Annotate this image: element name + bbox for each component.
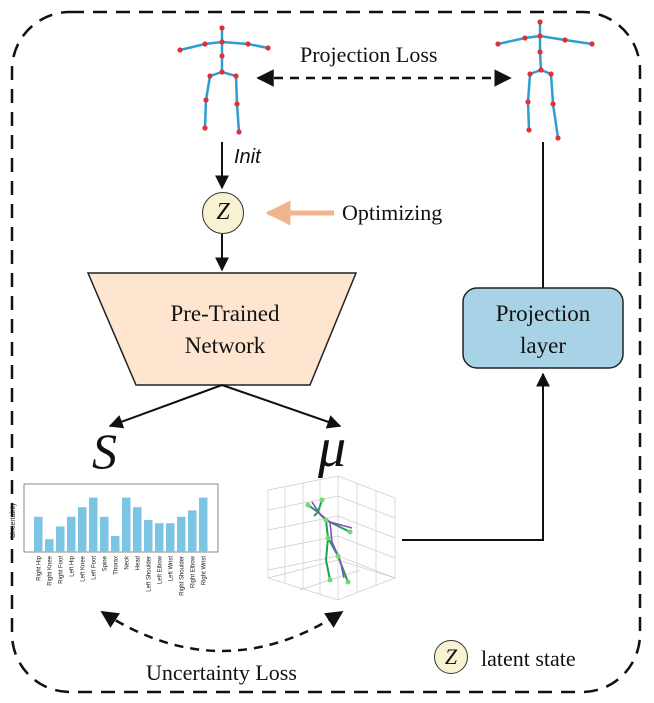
tick-label: Left Foot: [91, 556, 97, 580]
legend-latent-symbol: Z: [434, 640, 468, 674]
bar-left-hip: [67, 516, 76, 552]
bar-spine: [100, 516, 109, 552]
projection-label-line2: layer: [520, 333, 566, 358]
tick-label: Head: [135, 556, 141, 570]
init-label: Init: [234, 146, 261, 168]
bar-left-foot: [89, 497, 98, 552]
tick-label: Right Hip: [36, 555, 42, 580]
bar-left-wrist: [166, 523, 175, 552]
bar-left-shoulder: [144, 520, 153, 552]
bar-neck: [122, 497, 131, 552]
bar-right-foot: [56, 526, 65, 552]
tick-label: Right Foot: [58, 556, 64, 584]
s-symbol: S: [92, 423, 117, 479]
tick-label: Left Wrist: [168, 556, 174, 582]
skeleton-left-joints: [177, 25, 271, 135]
outer-dashed-frame: [10, 10, 642, 694]
tick-label: Left Elbow: [157, 555, 163, 584]
bar-left-elbow: [155, 523, 164, 552]
bar-right-wrist: [199, 497, 208, 552]
optimizing-label: Optimizing: [342, 200, 443, 225]
bar-right-knee: [45, 539, 54, 552]
bar-thorax: [111, 536, 120, 552]
bar-right-hip: [34, 516, 43, 552]
pose-3d-plot: [267, 475, 396, 601]
tick-label: Left Hip: [69, 555, 75, 576]
tick-label: Right Elbow: [190, 555, 196, 588]
legend-latent-text: latent state: [481, 646, 576, 671]
tick-label: Right Wrist: [201, 556, 207, 586]
tick-label: Right Knee: [47, 555, 53, 585]
pretrained-network-label: Pre-Trained Network: [150, 298, 300, 362]
bar-right-shoulder: [177, 516, 186, 552]
projection-label-line1: Projection: [495, 301, 591, 326]
bar-head: [133, 507, 142, 552]
skeleton-right: [497, 22, 593, 139]
bar-left-knee: [78, 507, 87, 552]
network-to-s-arrow: [108, 384, 223, 429]
uncertainty-chart: Right Hip Right Knee Right Foot Left Hip Lef…: [23, 483, 219, 596]
uncertainty-loss-arrow: [100, 610, 344, 653]
tick-label: Thorax: [113, 556, 119, 575]
tick-label: Left Shoulder: [146, 556, 152, 592]
uncertainty-loss-label: Uncertainty Loss: [146, 660, 297, 685]
tick-label: Spine: [102, 555, 108, 571]
mu-to-projection-arrow: [402, 372, 550, 541]
projection-loss-label: Projection Loss: [300, 42, 438, 67]
skeleton-right-joints: [495, 19, 595, 141]
network-label-line1: Pre-Trained: [170, 301, 280, 326]
tick-label: Right Shoulder: [179, 556, 185, 596]
pretrained-network-block: [86, 272, 358, 386]
network-label-line2: Network: [184, 333, 266, 358]
mu-symbol: μ: [318, 417, 347, 479]
tick-label: Neck: [124, 555, 130, 570]
tick-label: Left Knee: [80, 555, 86, 581]
chart-ylabel: Uncertainty: [10, 502, 17, 538]
bar-right-elbow: [188, 510, 197, 552]
chart-frame: [23, 483, 219, 553]
latent-state-node: Z: [202, 192, 244, 234]
projection-layer-label: Projection layer: [463, 298, 623, 362]
network-to-mu-arrow: [221, 384, 342, 429]
